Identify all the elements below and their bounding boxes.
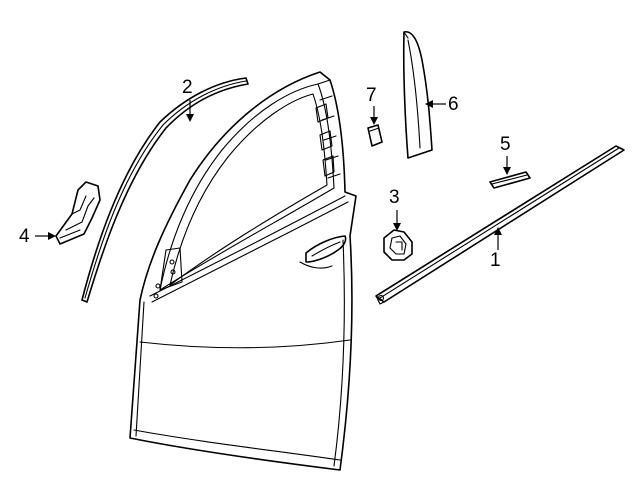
callout-1: 1 [490,250,501,271]
part-4-bracket [55,181,101,245]
part-5-insert [489,171,531,189]
callout-2: 2 [182,77,193,98]
part-1-door-molding [375,145,625,305]
callout-3: 3 [389,187,400,208]
part-3-retainer [383,229,413,261]
part-7-clip [367,124,383,147]
front-door-shell [129,71,357,471]
callout-6: 6 [448,94,459,115]
part-6-pillar-applique [402,31,433,159]
callout-7: 7 [366,85,377,106]
callout-4: 4 [19,226,30,247]
callout-5: 5 [500,134,511,155]
leader-lines [35,100,511,250]
part-2-door-frame-molding [81,77,249,303]
